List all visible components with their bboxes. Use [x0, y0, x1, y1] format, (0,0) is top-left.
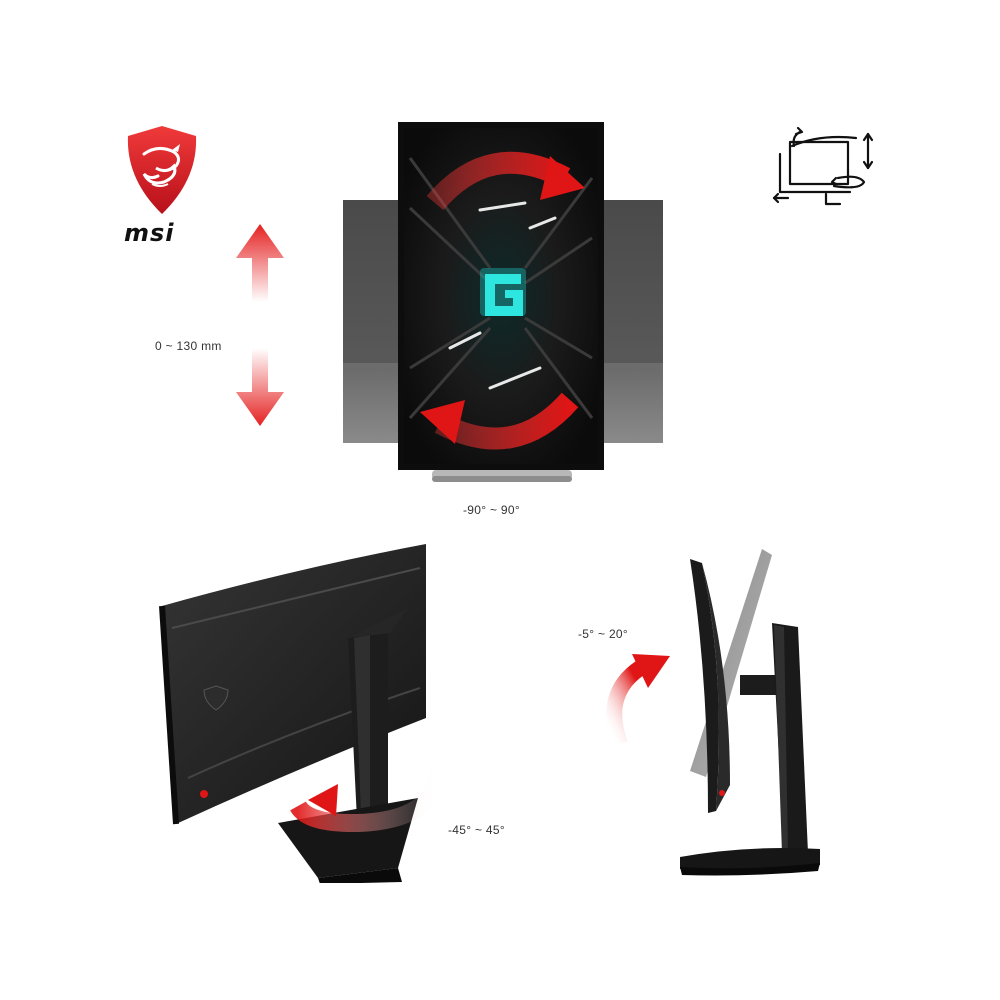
tilt-arrow-icon — [606, 654, 670, 747]
tilt-range-label: -5° ~ 20° — [578, 627, 628, 641]
msi-logo: msi — [122, 124, 202, 249]
monitor-adjustment-icon — [772, 126, 874, 206]
pivot-range-label: -90° ~ 90° — [463, 503, 520, 517]
height-range-label: 0 ~ 130 mm — [155, 339, 222, 353]
pivot-monitor-illustration — [343, 122, 663, 482]
brand-wordmark: msi — [124, 219, 175, 247]
msi-dragon-shield-icon — [127, 126, 197, 214]
swivel-range-label: -45° ~ 45° — [448, 823, 505, 837]
height-adjust-arrows — [236, 224, 284, 426]
tilt-monitor-illustration — [680, 549, 820, 876]
swivel-monitor-illustration — [159, 544, 447, 883]
